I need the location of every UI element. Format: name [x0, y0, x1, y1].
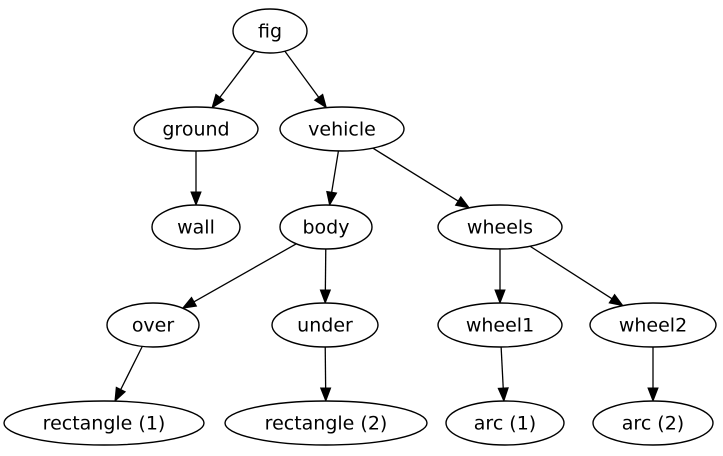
edge-ground-wall	[190, 151, 202, 207]
arrowhead-icon	[497, 387, 509, 403]
node-wheel2: wheel2	[589, 302, 717, 348]
arrowhead-icon	[114, 386, 127, 403]
arrowhead-icon	[647, 387, 659, 403]
edge-vehicle-wheels	[372, 147, 471, 209]
node-label-wheels: wheels	[467, 217, 533, 239]
node-label-wall: wall	[177, 217, 215, 239]
arrowhead-icon	[454, 195, 471, 209]
node-ground: ground	[133, 106, 259, 152]
node-rect2: rectangle (2)	[224, 400, 428, 446]
node-over: over	[106, 302, 200, 348]
node-label-rect1: rectangle (1)	[43, 413, 166, 435]
edge-vehicle-body	[326, 150, 340, 207]
edge-wheels-wheel1	[494, 249, 506, 305]
arrowhead-icon	[319, 289, 332, 305]
edge-body-under	[319, 248, 332, 305]
node-wheel1: wheel1	[437, 302, 563, 348]
edge-wheels-wheel2	[529, 245, 625, 307]
node-arc2: arc (2)	[592, 400, 714, 446]
arrowhead-icon	[211, 93, 225, 109]
node-label-wheel2: wheel2	[619, 315, 687, 337]
edge-wheel2-arc2	[647, 347, 659, 403]
node-body: body	[279, 204, 373, 250]
arrowhead-icon	[190, 191, 202, 207]
node-label-over: over	[132, 315, 175, 337]
edge-over-rect1	[114, 346, 143, 403]
arrowhead-icon	[181, 296, 198, 309]
edge-fig-vehicle	[284, 50, 328, 109]
node-under: under	[271, 302, 379, 348]
edge-under-rect2	[319, 346, 332, 403]
node-wheels: wheels	[437, 204, 563, 250]
node-label-ground: ground	[162, 119, 229, 141]
arrowhead-icon	[313, 93, 328, 109]
node-arc1: arc (1)	[445, 400, 565, 446]
node-vehicle: vehicle	[279, 106, 405, 152]
node-label-arc2: arc (2)	[622, 413, 684, 435]
edge-body-over	[181, 243, 297, 309]
node-label-fig: fig	[258, 21, 282, 43]
edge-wheel1-arc1	[497, 346, 509, 403]
node-label-body: body	[303, 217, 350, 239]
arrowhead-icon	[319, 387, 332, 403]
arrowhead-icon	[494, 289, 506, 305]
arrowhead-icon	[608, 293, 625, 307]
node-label-under: under	[297, 315, 353, 337]
edge-fig-ground	[211, 50, 256, 109]
arrowhead-icon	[326, 190, 338, 207]
node-label-arc1: arc (1)	[474, 413, 536, 435]
node-label-rect2: rectangle (2)	[265, 413, 388, 435]
node-wall: wall	[151, 204, 241, 250]
node-rect1: rectangle (1)	[3, 400, 205, 446]
node-label-vehicle: vehicle	[308, 119, 376, 141]
node-label-wheel1: wheel1	[466, 315, 534, 337]
node-fig: fig	[232, 8, 308, 54]
